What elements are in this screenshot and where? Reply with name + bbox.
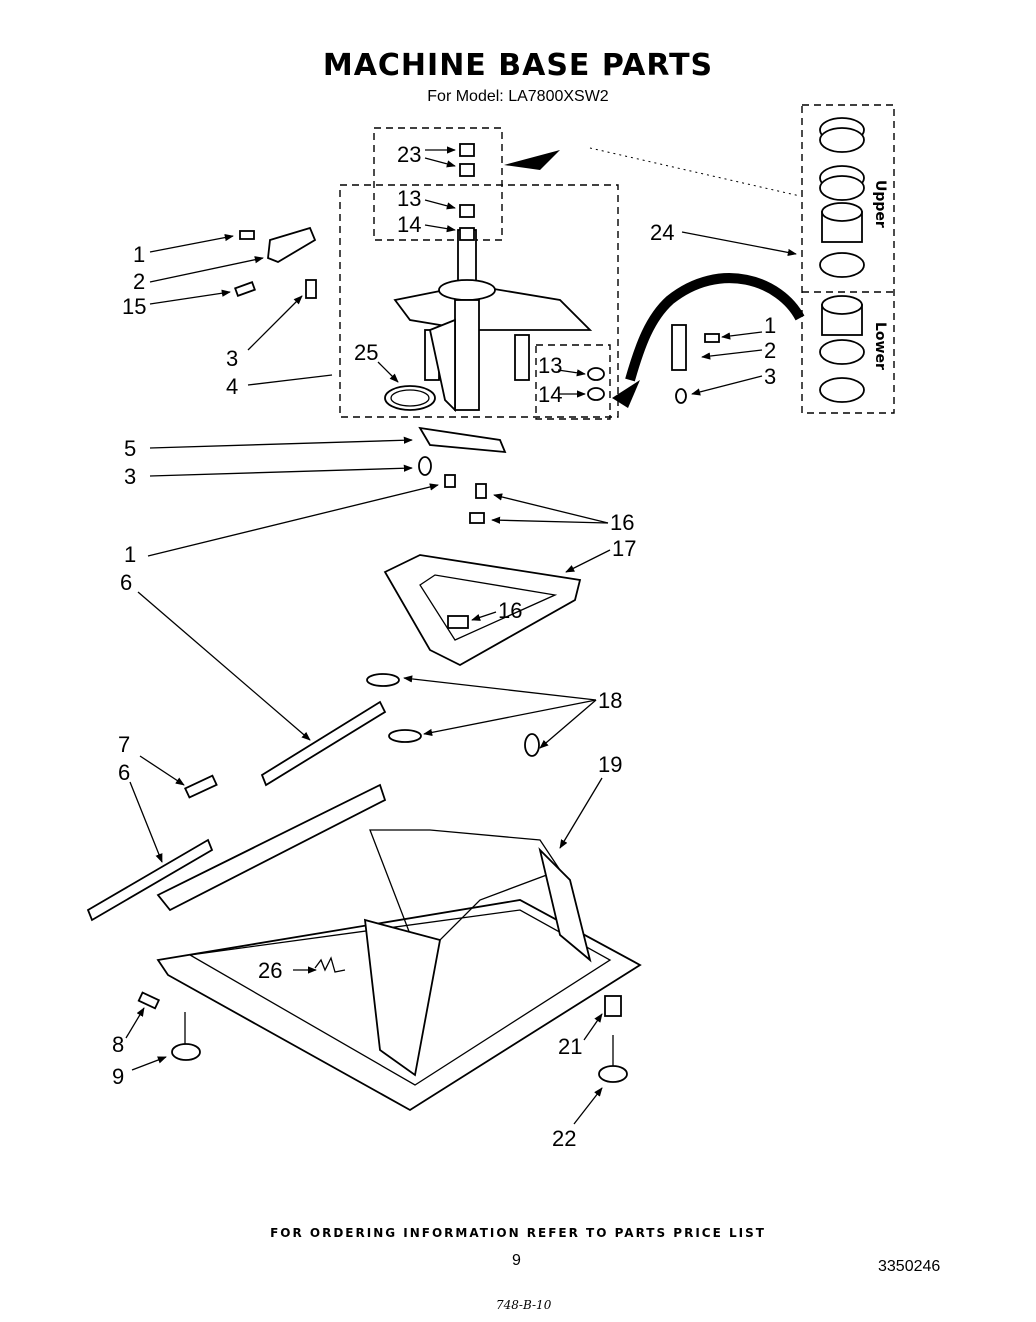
callout-6-lower: 6 — [118, 760, 130, 785]
leader-lines — [125, 146, 797, 1125]
callout-8: 8 — [112, 1032, 124, 1057]
callout-15: 15 — [122, 294, 146, 319]
callout-21: 21 — [558, 1034, 582, 1059]
feet-21-22 — [598, 995, 628, 1083]
lower-kit-arrowhead — [612, 380, 640, 408]
callout-1-right: 1 — [764, 313, 776, 338]
handwritten-note: 748-B-10 — [496, 1298, 552, 1312]
clip-26 — [314, 956, 346, 973]
callout-1-lower: 1 — [124, 542, 136, 567]
callout-3-left: 3 — [226, 346, 238, 371]
model-subtitle: For Model: LA7800XSW2 — [427, 88, 609, 105]
callout-7: 7 — [118, 732, 130, 757]
document-number: 3350246 — [878, 1258, 941, 1275]
callout-6-upper: 6 — [120, 570, 132, 595]
upper-kit-arrowhead — [504, 150, 560, 170]
transmission-assembly — [393, 229, 593, 413]
callout-1-left: 1 — [133, 242, 145, 267]
callout-13-upper: 13 — [397, 186, 421, 211]
callout-3-right: 3 — [764, 364, 776, 389]
ordering-info-note: FOR ORDERING INFORMATION REFER TO PARTS … — [270, 1226, 766, 1240]
left-bracket-hardware — [234, 226, 317, 299]
lower-kit-label: Lower — [872, 322, 888, 370]
callout-14-upper: 14 — [397, 212, 421, 237]
callout-25: 25 — [354, 340, 378, 365]
feet-8-9 — [137, 991, 201, 1061]
brackets-18 — [366, 673, 540, 757]
upper-bearing-box — [373, 127, 503, 241]
rails-6 — [86, 700, 387, 922]
transmission-assembly-box — [339, 184, 619, 418]
callout-5: 5 — [124, 436, 136, 461]
svg-text:Upper: Upper — [872, 180, 888, 228]
page-title: MACHINE BASE PARTS — [322, 48, 714, 83]
callout-3-lower: 3 — [124, 464, 136, 489]
upper-kit-label: Upper — [872, 180, 888, 228]
callout-14-lower: 14 — [538, 382, 562, 407]
callout-17: 17 — [612, 536, 636, 561]
callout-23: 23 — [397, 142, 421, 167]
right-bracket-hardware — [671, 324, 720, 404]
callout-16-upper: 16 — [610, 510, 634, 535]
callout-22: 22 — [552, 1126, 576, 1151]
svg-text:Lower: Lower — [872, 322, 888, 370]
callout-24: 24 — [650, 220, 674, 245]
callout-16-lower: 16 — [498, 598, 522, 623]
bearing-stack-lower — [587, 367, 605, 401]
callout-13-lower: 13 — [538, 353, 562, 378]
bearing-kit-box — [801, 104, 895, 414]
page-number: 9 — [512, 1252, 521, 1269]
lower-kit-arrow — [625, 273, 805, 382]
brace-5 — [418, 426, 507, 488]
callout-18: 18 — [598, 688, 622, 713]
callout-26: 26 — [258, 958, 282, 983]
frame-17 — [383, 483, 582, 667]
lower-bearing-box — [535, 344, 611, 420]
machine-base-19 — [156, 783, 642, 1112]
lower-bearing-rings — [819, 295, 865, 403]
callout-19: 19 — [598, 752, 622, 777]
callout-4: 4 — [226, 374, 238, 399]
callout-9: 9 — [112, 1064, 124, 1089]
callout-2-left: 2 — [133, 269, 145, 294]
kit-leader-dotted — [589, 147, 801, 197]
upper-bearing-rings — [819, 117, 865, 278]
bearing-stack-upper — [459, 143, 475, 241]
callout-2-right: 2 — [764, 338, 776, 363]
